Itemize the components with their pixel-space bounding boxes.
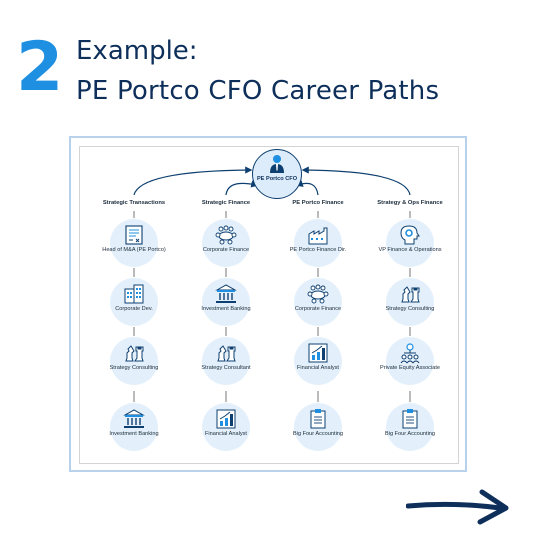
chess-icon bbox=[125, 345, 144, 362]
bank-icon bbox=[215, 284, 237, 303]
node-label: Corporate Finance bbox=[294, 306, 342, 312]
chess-icon bbox=[401, 286, 420, 303]
career-node: Big Four Accounting bbox=[293, 403, 343, 451]
node-label: Investment Banking bbox=[201, 306, 251, 312]
career-node: PE Portco Finance Dir. bbox=[290, 219, 346, 267]
career-node: Big Four Accounting bbox=[385, 403, 435, 451]
title-line-2: PE Portco CFO Career Paths bbox=[76, 76, 440, 106]
node-label: Head of M&A (PE Portco) bbox=[102, 247, 166, 253]
node-label: Financial Analyst bbox=[205, 431, 247, 437]
connector-col2 bbox=[225, 180, 259, 196]
node-label: VP Finance & Operations bbox=[378, 247, 442, 253]
career-node: Investment Banking bbox=[201, 278, 251, 326]
clipboard-icon bbox=[310, 409, 326, 429]
gear-head-icon bbox=[400, 225, 420, 245]
node-label: Big Four Accounting bbox=[292, 431, 344, 437]
career-node: VP Finance & Operations bbox=[378, 219, 442, 267]
career-node: Strategy Consulting bbox=[386, 278, 434, 326]
connector-lines bbox=[133, 166, 411, 402]
connector-col1 bbox=[133, 166, 253, 196]
chess-icon bbox=[217, 345, 236, 362]
node-label: Strategy Consulting bbox=[385, 306, 435, 312]
node-label: Strategy Consulting bbox=[109, 365, 159, 371]
column-heading-2: Strategic Finance bbox=[201, 200, 251, 206]
node-label: Financial Analyst bbox=[297, 365, 339, 371]
title-line-1: Example: bbox=[76, 36, 198, 66]
career-node: Strategy Consulting bbox=[110, 337, 158, 385]
network-people-icon bbox=[400, 343, 420, 364]
root-node-cfo: PE Portco CFO bbox=[252, 149, 302, 199]
cfo-person-icon bbox=[270, 155, 284, 173]
connector-col3 bbox=[295, 180, 319, 196]
step-number: 2 bbox=[16, 28, 64, 107]
node-label: Investment Banking bbox=[109, 431, 159, 437]
career-node: Head of M&A (PE Portco) bbox=[102, 219, 166, 267]
diagram-panel: PE Portco CFO Strategic Transactions Str… bbox=[79, 146, 459, 464]
meeting-table-icon bbox=[215, 225, 237, 245]
bank-icon bbox=[123, 409, 145, 428]
bar-chart-icon bbox=[308, 343, 328, 363]
node-label: Corporate Finance bbox=[202, 247, 250, 253]
clipboard-icon bbox=[402, 409, 418, 429]
node-label: Strategy Consultant bbox=[201, 365, 251, 371]
career-node: Strategy Consultant bbox=[201, 337, 251, 385]
career-node: Corporate Finance bbox=[294, 278, 342, 326]
column-heading-4: Strategy & Ops Finance bbox=[377, 200, 443, 206]
root-node-label: PE Portco CFO bbox=[256, 176, 298, 182]
column-heading-1: Strategic Transactions bbox=[102, 200, 166, 206]
connector-col4 bbox=[301, 166, 411, 196]
node-label: Big Four Accounting bbox=[384, 431, 436, 437]
career-node: Investment Banking bbox=[109, 403, 159, 451]
right-arrow-icon[interactable] bbox=[406, 486, 510, 526]
diagram-frame: PE Portco CFO Strategic Transactions Str… bbox=[69, 136, 467, 472]
meeting-table-icon bbox=[307, 284, 329, 304]
buildings-icon bbox=[124, 284, 144, 304]
bar-chart-icon bbox=[216, 409, 236, 429]
node-label: Corporate Dev. bbox=[115, 306, 153, 312]
node-label: PE Portco Finance Dir. bbox=[289, 247, 347, 253]
career-node: Financial Analyst bbox=[202, 403, 250, 451]
column-heading-3: PE Portco Finance bbox=[292, 200, 344, 206]
factory-icon bbox=[308, 227, 328, 245]
career-node: Private Equity Associate bbox=[380, 337, 440, 385]
career-node: Corporate Finance bbox=[202, 219, 250, 267]
node-label: Private Equity Associate bbox=[379, 365, 440, 371]
document-icon bbox=[125, 225, 143, 245]
career-node: Corporate Dev. bbox=[110, 278, 158, 326]
career-node: Financial Analyst bbox=[294, 337, 342, 385]
